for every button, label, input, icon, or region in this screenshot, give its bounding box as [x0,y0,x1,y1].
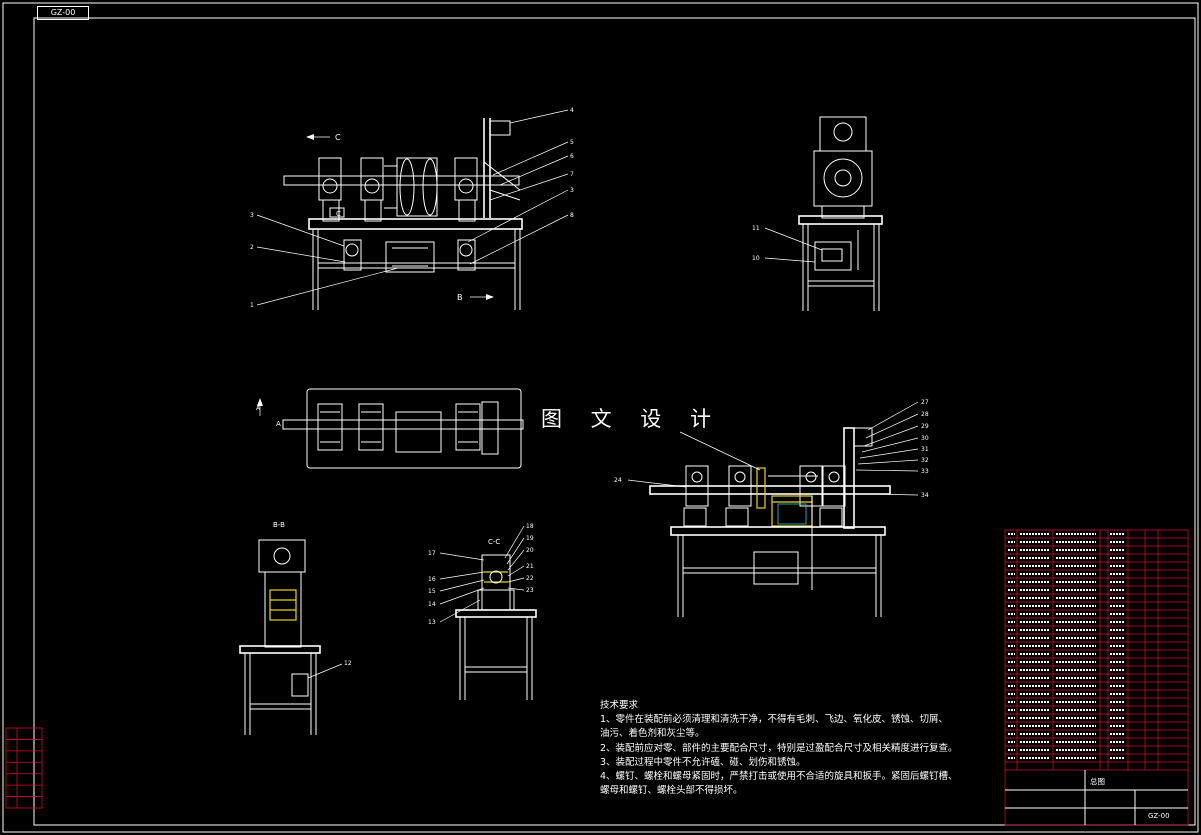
bom-row-lines [1005,533,1188,763]
watermark-text: 图 文 设 计 [541,407,723,431]
balloon-14: 14 [428,601,436,608]
balloon-34: 34 [921,492,929,499]
technical-requirements: 技术要求 1、零件在装配前必须清理和清洗干净，不得有毛刺、飞边、氧化皮、锈蚀、切… [600,699,1010,798]
note-line: 4、螺钉、螺栓和螺母紧固时，严禁打击或使用不合适的旋具和扳手。紧固后螺钉槽、 [600,771,958,783]
balloon-17: 17 [428,550,436,557]
balloon-13: 13 [428,619,436,626]
balloon-21: 21 [526,563,534,570]
balloon-3b: 3 [250,212,254,219]
drawing-number-tag: GZ-00 [37,6,89,20]
note-line: 2、装配前应对零、部件的主要配合尺寸，特别是过盈配合尺寸及相关精度进行复查。 [600,742,958,754]
balloon-27: 27 [921,399,929,406]
title-block-name: 总图 [1090,777,1105,786]
balloon-4: 4 [570,107,574,114]
note-line: 螺母和螺钉、螺栓头部不得损坏。 [600,785,743,797]
note-line: 1、零件在装配前必须清理和清洗干净，不得有毛刺、飞边、氧化皮、锈蚀、切屑、 [600,714,949,726]
section-a-label: A [276,420,281,428]
note-line: 3、装配过程中零件不允许磕、碰、划伤和锈蚀。 [600,756,806,768]
view-bb [239,539,343,735]
balloon-20: 20 [526,547,534,554]
left-stamp [5,727,43,809]
balloon-7: 7 [570,171,574,178]
balloon-6: 6 [570,153,574,160]
notes-heading: 技术要求 [600,700,639,711]
balloon-32: 32 [921,457,929,464]
balloon-16: 16 [428,576,436,583]
balloon-28: 28 [921,411,929,418]
balloon-24: 24 [614,477,622,484]
balloon-11: 11 [752,225,760,232]
balloon-18: 18 [526,523,534,530]
balloon-30: 30 [921,435,929,442]
section-b-arrow-label: B [457,293,463,302]
view-cc-label: C-C [488,538,500,546]
balloon-5: 5 [570,139,574,146]
balloon-23: 23 [526,587,534,594]
front-view [256,109,569,310]
view-bb-label: B-B [273,521,285,529]
title-block-code: GZ-00 [1148,812,1170,820]
section-a-arrow: A [256,405,261,412]
balloon-31: 31 [921,446,929,453]
balloon-10: 10 [752,255,760,262]
balloon-1: 1 [250,302,254,309]
section-c-arrow-label: C [335,133,341,142]
section-c-label: C [336,210,341,218]
note-line: 油污、着色剂和灰尘等。 [600,728,705,740]
stamp-row-lines [6,739,42,797]
top-view [257,388,524,469]
drawing-frame [33,17,1196,826]
balloon-29: 29 [921,423,929,430]
balloon-15: 15 [428,588,436,595]
balloon-8: 8 [570,212,574,219]
section-view [627,401,919,617]
view-cc [439,525,537,700]
balloon-33: 33 [921,468,929,475]
balloon-2: 2 [250,244,254,251]
side-view [764,116,883,311]
balloon-19: 19 [526,535,534,542]
balloon-22: 22 [526,575,534,582]
balloon-3a: 3 [570,187,574,194]
balloon-12: 12 [344,660,352,667]
